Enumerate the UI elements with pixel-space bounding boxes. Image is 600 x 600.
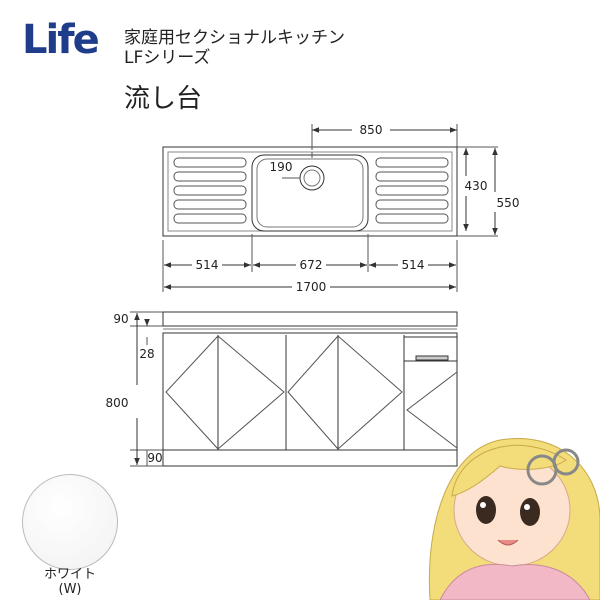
dim-430-label: 430 bbox=[465, 179, 488, 193]
cartoon-girl-mascot-icon bbox=[428, 438, 600, 600]
countertop-front-edge bbox=[162, 311, 458, 327]
color-code: (W) bbox=[58, 582, 82, 597]
door-1-swing bbox=[165, 335, 219, 450]
left-drainboard bbox=[173, 157, 247, 224]
sink-bowl-outer bbox=[251, 154, 369, 232]
series-category: 家庭用セクショナルキッチン bbox=[124, 28, 345, 48]
product-title: 流し台 bbox=[124, 84, 203, 114]
series-name: LFシリーズ bbox=[124, 48, 211, 68]
dim-90-bottom-label: 90 bbox=[147, 451, 162, 465]
countertop-inner-edge bbox=[167, 151, 453, 232]
door-2-swing bbox=[217, 335, 285, 450]
dim-672-label: 672 bbox=[300, 258, 323, 272]
dim-850-label: 850 bbox=[360, 123, 383, 137]
plan-view bbox=[162, 124, 498, 292]
plinth bbox=[162, 449, 458, 467]
dim-1700-label: 1700 bbox=[296, 280, 327, 294]
dim-90-top-label: 90 bbox=[113, 312, 128, 326]
dim-514-right-label: 514 bbox=[402, 258, 425, 272]
drawer-handle bbox=[415, 355, 449, 361]
countertop-outline bbox=[162, 146, 458, 237]
dim-190-label: 190 bbox=[270, 160, 293, 174]
dim-514-left-label: 514 bbox=[196, 258, 219, 272]
brand-logo: Life bbox=[22, 17, 100, 63]
cabinet-body bbox=[162, 332, 458, 451]
sink-bowl-inner bbox=[256, 158, 364, 228]
front-view bbox=[130, 311, 458, 467]
drain-inner bbox=[303, 169, 321, 187]
top-drawer bbox=[403, 336, 458, 362]
color-swatch-white[interactable] bbox=[22, 474, 118, 570]
door-5-swing bbox=[406, 371, 458, 449]
door-4-swing bbox=[337, 335, 403, 450]
dim-550-label: 550 bbox=[497, 196, 520, 210]
door-3-swing bbox=[287, 335, 339, 450]
color-name: ホワイト bbox=[43, 567, 96, 582]
dim-28-label: 28 bbox=[139, 347, 154, 361]
dim-800-label: 800 bbox=[106, 396, 129, 410]
right-drainboard bbox=[375, 157, 449, 224]
